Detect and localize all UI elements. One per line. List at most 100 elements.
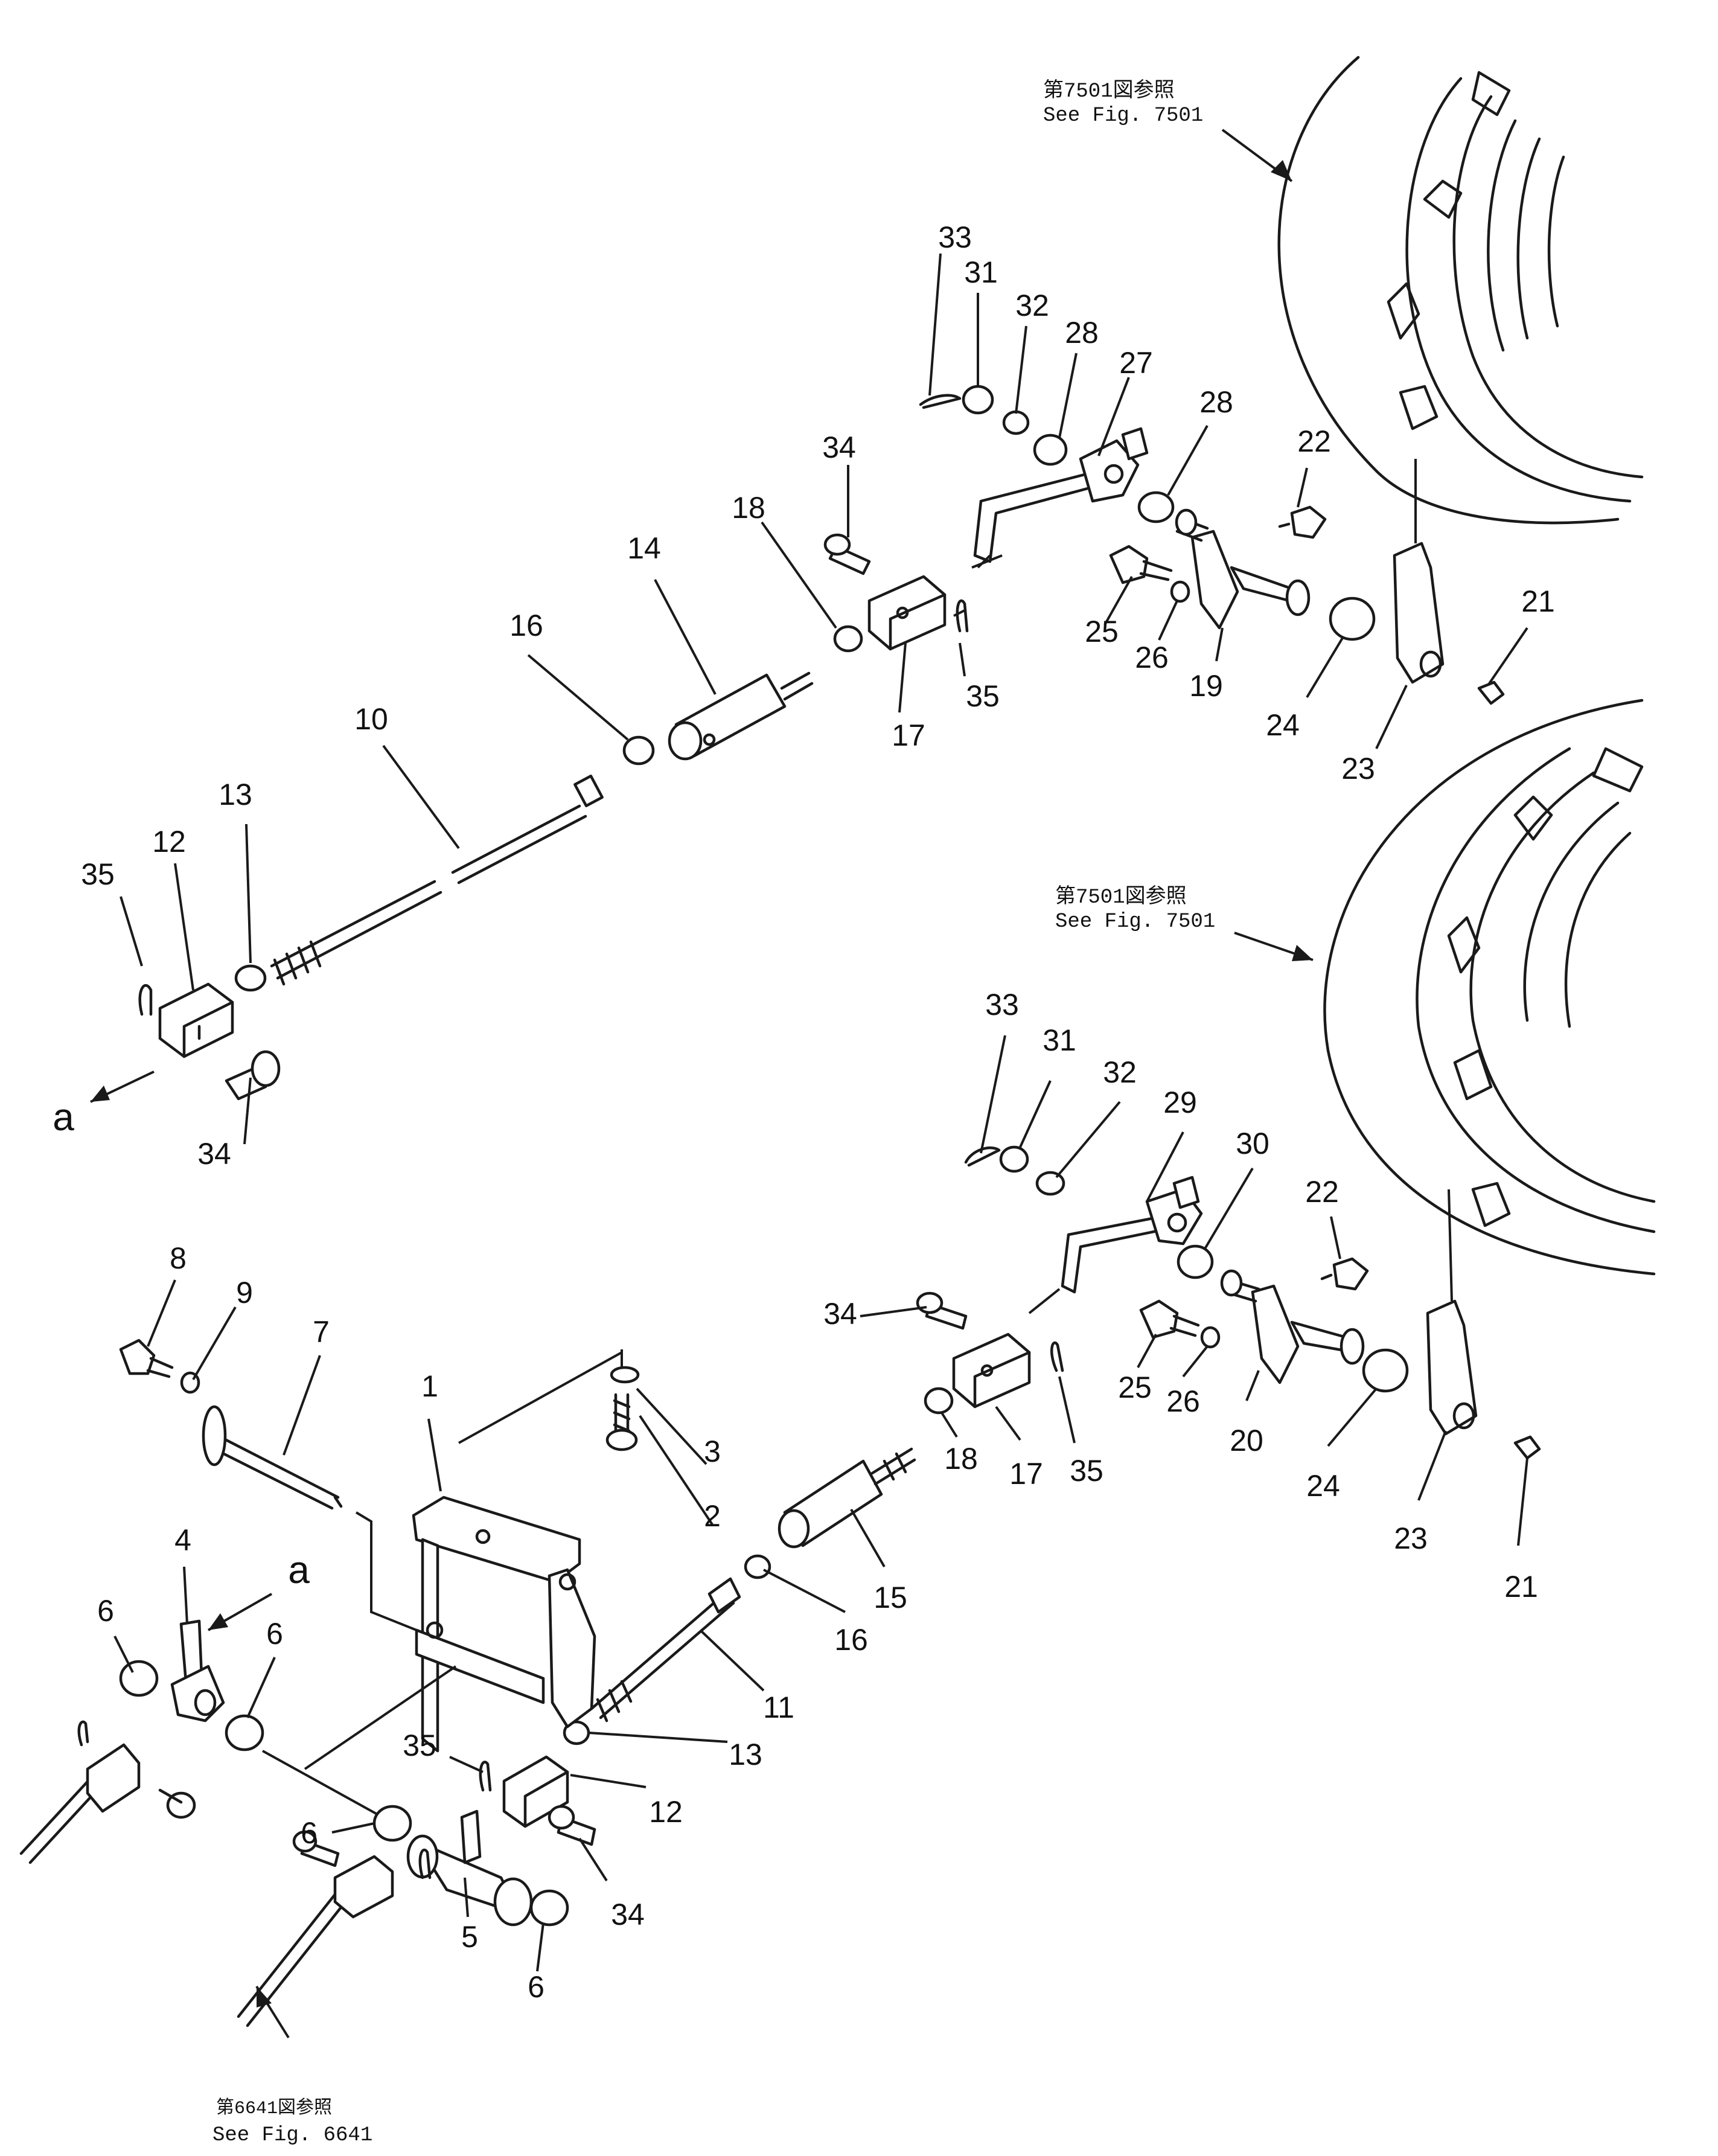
nut-13-upper [234, 964, 267, 992]
washer-26-upper [1170, 580, 1190, 603]
callout-35-lower-left: 35 [403, 1729, 436, 1762]
callout-8: 8 [170, 1241, 187, 1275]
pin-34-lower-mid [916, 1291, 968, 1330]
callout-33-lower: 33 [985, 988, 1019, 1022]
callout-29: 29 [1163, 1086, 1197, 1119]
callout-22-lower: 22 [1305, 1175, 1339, 1209]
cotter-pin-33-lower [964, 1146, 1001, 1167]
lower-drum-housing [1323, 699, 1656, 1276]
bushing-24-lower [1362, 1348, 1409, 1393]
callout-35-upper-left: 35 [81, 857, 115, 891]
callout-30: 30 [1236, 1127, 1269, 1160]
callout-11: 11 [763, 1691, 794, 1724]
callout-32-upper: 32 [1015, 289, 1049, 322]
callout-31-upper: 31 [964, 255, 998, 289]
bushing-6-d [529, 1889, 569, 1927]
callout-27: 27 [1119, 346, 1153, 380]
callout-34-upper-left: 34 [197, 1137, 231, 1171]
callout-34-lower-left: 34 [611, 1898, 645, 1931]
callout-34-upper-mid: 34 [822, 430, 856, 464]
callout-21-upper: 21 [1521, 584, 1555, 618]
bolt-2 [605, 1393, 638, 1451]
pin-34-upper-mid [823, 533, 871, 575]
callout-18-upper: 18 [732, 491, 765, 525]
clevis-17-lower [952, 1332, 1031, 1409]
clevis-12-upper [158, 982, 234, 1058]
washer-32-lower [1035, 1171, 1065, 1196]
ref-upper-en: See Fig. 7501 [1043, 104, 1203, 127]
shaft-19 [1175, 508, 1311, 630]
callout-numbers: 33 31 32 28 27 28 22 34 18 14 16 10 13 1… [81, 220, 1555, 2004]
callout-2: 2 [704, 1499, 721, 1533]
callout-25-upper: 25 [1085, 615, 1119, 648]
grease-fitting-22-lower [1320, 1257, 1369, 1291]
rod-11 [590, 1577, 741, 1723]
shaft-7 [202, 1405, 343, 1510]
upper-drum-housing [1277, 56, 1644, 525]
bracket-1 [412, 1495, 596, 1753]
callout-6-a: 6 [97, 1594, 114, 1628]
washer-26-lower [1200, 1326, 1221, 1349]
nut-31-upper [962, 385, 994, 415]
nut-18-lower [924, 1387, 954, 1415]
callout-13-upper: 13 [219, 778, 252, 811]
cable-clevis-left-a [19, 1720, 196, 1864]
callout-4: 4 [174, 1523, 191, 1557]
lever-23-lower [1426, 1299, 1478, 1436]
ref-upper-jp: 第7501図参照 [1043, 78, 1175, 103]
callout-13-lower: 13 [729, 1738, 762, 1771]
callout-26-upper: 26 [1135, 641, 1169, 674]
nut-16-upper [622, 735, 655, 766]
callout-12-upper: 12 [152, 825, 186, 859]
callout-10: 10 [354, 702, 388, 736]
callout-32-lower: 32 [1103, 1055, 1137, 1089]
callout-33-upper: 33 [938, 220, 972, 254]
grease-fitting-22-upper [1278, 505, 1327, 539]
arrowheads [91, 160, 1313, 2007]
callout-31-lower: 31 [1043, 1023, 1076, 1057]
cotter-pin-35-lower-left [479, 1761, 492, 1792]
leader-lines [90, 129, 1528, 2039]
nut-16-lower [744, 1554, 771, 1579]
callout-28-upper-a: 28 [1065, 316, 1099, 350]
callout-14: 14 [627, 531, 661, 565]
shaft-20 [1220, 1269, 1365, 1384]
callout-9: 9 [236, 1276, 253, 1310]
callout-24-lower: 24 [1306, 1469, 1340, 1503]
callout-18-lower: 18 [944, 1442, 978, 1476]
callout-12-lower: 12 [649, 1795, 683, 1829]
callout-20: 20 [1230, 1424, 1263, 1457]
cotter-pin-33-upper [919, 394, 962, 409]
lever-23-upper [1393, 542, 1445, 684]
bushing-6-c [372, 1805, 412, 1842]
callout-6-c: 6 [301, 1816, 318, 1850]
callout-26-lower: 26 [1166, 1384, 1200, 1418]
callout-35-upper-mid: 35 [966, 679, 1000, 713]
ref-lower-en: See Fig. 6641 [212, 2124, 372, 2147]
upper-linkage [138, 385, 1505, 1101]
view-label-a-upper: a [53, 1095, 74, 1139]
bushing-28-upper-a [1033, 433, 1068, 466]
callout-35-lower-mid: 35 [1070, 1454, 1103, 1488]
pin-34-upper-left [225, 1050, 281, 1101]
callout-5: 5 [461, 1920, 478, 1954]
lever-29 [1061, 1176, 1203, 1294]
bolt-8 [119, 1339, 174, 1378]
callout-28-upper-b: 28 [1199, 385, 1233, 419]
bolt-25-upper [1109, 545, 1173, 584]
callout-17-upper: 17 [892, 718, 925, 752]
bushing-24-upper [1329, 597, 1376, 641]
pin-34-lower-left [548, 1805, 596, 1846]
callout-1: 1 [421, 1369, 438, 1403]
bolt-25-lower [1139, 1299, 1200, 1339]
cotter-pin-35-upper-mid [956, 599, 969, 633]
callout-23-lower: 23 [1394, 1521, 1428, 1555]
nut-31-lower [999, 1145, 1029, 1173]
callout-15: 15 [873, 1581, 907, 1614]
cable-clevis-left-b [237, 1830, 432, 2027]
bushing-6-a [119, 1660, 159, 1697]
callout-24-upper: 24 [1266, 708, 1300, 742]
washer-3 [610, 1366, 640, 1384]
cotter-pin-35-lower-mid [1050, 1341, 1064, 1372]
callout-3: 3 [704, 1435, 721, 1468]
